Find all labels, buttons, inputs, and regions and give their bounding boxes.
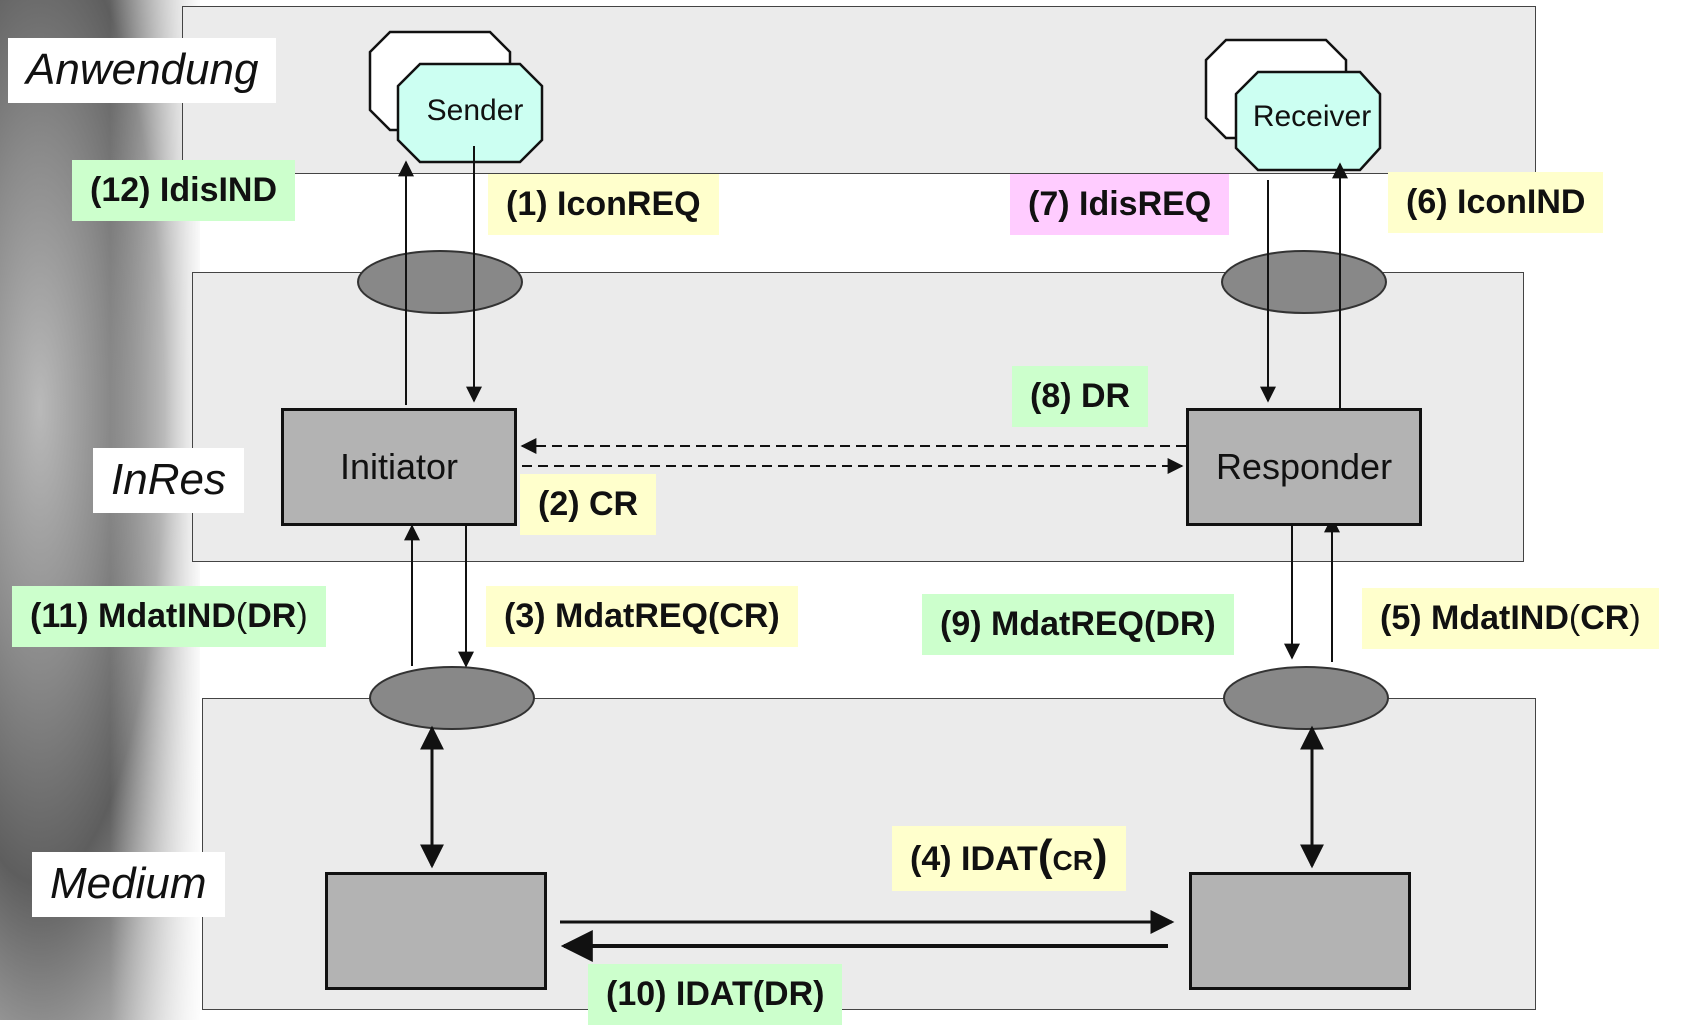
message-idisind: (12) IdisIND <box>72 160 296 221</box>
layer-label-service: InRes <box>93 448 244 513</box>
message-iconreq: (1) IconREQ <box>488 174 719 235</box>
message-mdatind-cr-prefix: (5) MdatIND <box>1380 599 1569 637</box>
message-idat-cr-arg: CR <box>1052 845 1093 876</box>
message-mdatreq-cr: (3) MdatREQ(CR) <box>486 586 798 647</box>
message-mdatind-dr-arg: DR <box>247 597 297 635</box>
message-mdatind-cr-arg: CR <box>1580 599 1630 637</box>
medium-box-left <box>325 872 547 990</box>
message-mdatind-cr: (5) MdatIND(CR) <box>1362 588 1659 649</box>
message-dr: (8) DR <box>1012 366 1149 427</box>
sender-label: Sender <box>426 94 524 127</box>
message-mdatind-cr-close: ) <box>1629 599 1641 637</box>
message-idat-dr: (10) IDAT(DR) <box>588 964 843 1025</box>
message-mdatreq-dr: (9) MdatREQ(DR) <box>922 594 1234 655</box>
sap-lower-left <box>369 666 535 730</box>
message-mdatind-cr-open: ( <box>1568 599 1581 637</box>
sender-shape <box>396 62 544 164</box>
message-idisreq: (7) IdisREQ <box>1010 174 1230 235</box>
message-cr: (2) CR <box>520 474 657 535</box>
message-idat-cr-prefix: (4) IDAT <box>910 840 1038 878</box>
receiver-label: Receiver <box>1252 100 1372 133</box>
message-mdatind-dr-prefix: (11) MdatIND <box>30 597 236 635</box>
message-idat-cr-open: ( <box>1037 831 1053 880</box>
layer-label-application: Anwendung <box>8 38 277 103</box>
message-idat-cr: (4) IDAT(CR) <box>892 826 1126 891</box>
initiator-box: Initiator <box>281 408 517 526</box>
receiver-shape <box>1234 70 1382 172</box>
sap-upper-right <box>1221 250 1387 314</box>
message-idat-cr-close: ) <box>1092 831 1108 880</box>
message-iconind: (6) IconIND <box>1388 172 1604 233</box>
sap-lower-right <box>1223 666 1389 730</box>
medium-box-right <box>1189 872 1411 990</box>
sap-upper-left <box>357 250 523 314</box>
layer-label-medium: Medium <box>32 852 225 917</box>
message-mdatind-dr-open: ( <box>235 597 248 635</box>
message-mdatind-dr-close: ) <box>296 597 308 635</box>
message-mdatind-dr: (11) MdatIND(DR) <box>12 586 326 647</box>
responder-box: Responder <box>1186 408 1422 526</box>
